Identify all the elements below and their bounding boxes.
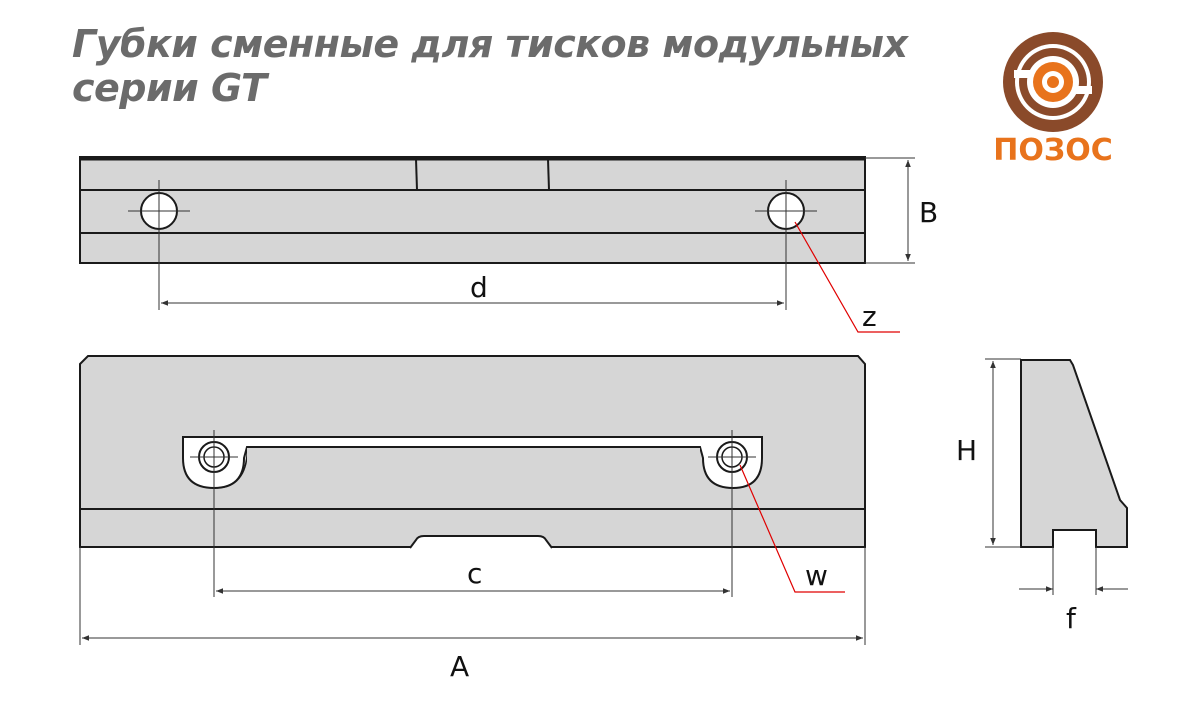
- dim-d-label: d: [470, 271, 488, 304]
- dim-c-label: c: [467, 557, 482, 590]
- dim-z-label: z: [862, 300, 877, 333]
- dim-f-label: f: [1066, 602, 1077, 635]
- page-title: Губки сменные для тисков модульных серии…: [72, 22, 908, 110]
- leader-w: [739, 464, 845, 593]
- leader-z: [794, 221, 900, 333]
- title-line-2: серии GT: [72, 66, 267, 110]
- side-view-body: [1020, 359, 1128, 548]
- side-view: H f: [956, 358, 1128, 635]
- logo-text: ПОЗОС: [993, 133, 1112, 168]
- front-hole-right: [708, 430, 756, 597]
- top-view: B d z: [79, 156, 938, 333]
- pozos-logo: ПОЗОС: [993, 32, 1113, 168]
- dim-B-label: B: [919, 196, 938, 229]
- front-view: c A w: [79, 355, 866, 683]
- dim-H-label: H: [956, 434, 977, 467]
- top-hole-left: [128, 180, 190, 310]
- dim-A-label: A: [450, 650, 469, 683]
- dim-w-label: w: [805, 559, 828, 592]
- front-bottom-notch: [409, 535, 553, 549]
- top-view-body: [79, 156, 866, 264]
- front-hole-left: [190, 430, 238, 597]
- title-line-1: Губки сменные для тисков модульных: [72, 22, 908, 66]
- top-hole-right: [755, 180, 817, 310]
